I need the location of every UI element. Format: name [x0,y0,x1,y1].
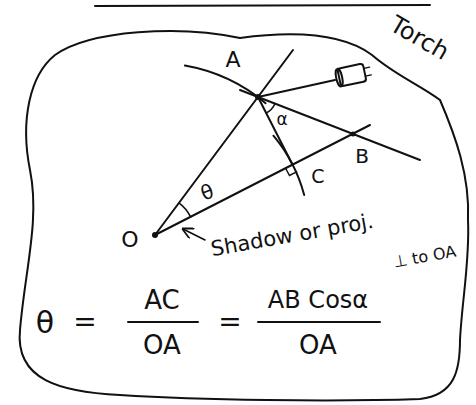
point-dot [152,232,158,238]
formula-term: OA [143,331,181,360]
angle-label: θ [197,180,216,205]
line-ab [240,90,420,160]
pointer-arrow [183,229,205,240]
point-dot [351,132,356,137]
formula-sign: = [73,307,96,338]
point-dot [255,94,261,100]
point-label: O [121,228,138,252]
outline-blob [20,31,469,400]
fraction-bar [258,321,380,323]
right-angle-mark [286,169,297,176]
alpha-arc [266,104,275,113]
arc-c [273,136,304,195]
torch-ray [258,80,335,97]
line-oa [155,50,293,235]
formula-term: θ [36,306,54,339]
point-label: B [355,145,369,167]
fraction-bar [128,321,198,323]
formula-term: AB Cosα [268,287,368,313]
note-label: Shadow or proj. [209,210,375,261]
torch-symbol [334,62,372,87]
theta-arc [179,203,191,217]
arc-a [185,66,266,104]
note-label: ⊥ to OA [392,243,458,271]
formula-sign: = [218,307,241,338]
point-label: A [225,48,240,72]
point-label: C [311,166,324,187]
torch-label: Torch [386,11,454,65]
formula-term: AC [144,286,179,315]
angle-label: α [276,110,287,129]
formula-term: OA [299,331,337,360]
rule-line [95,5,430,6]
